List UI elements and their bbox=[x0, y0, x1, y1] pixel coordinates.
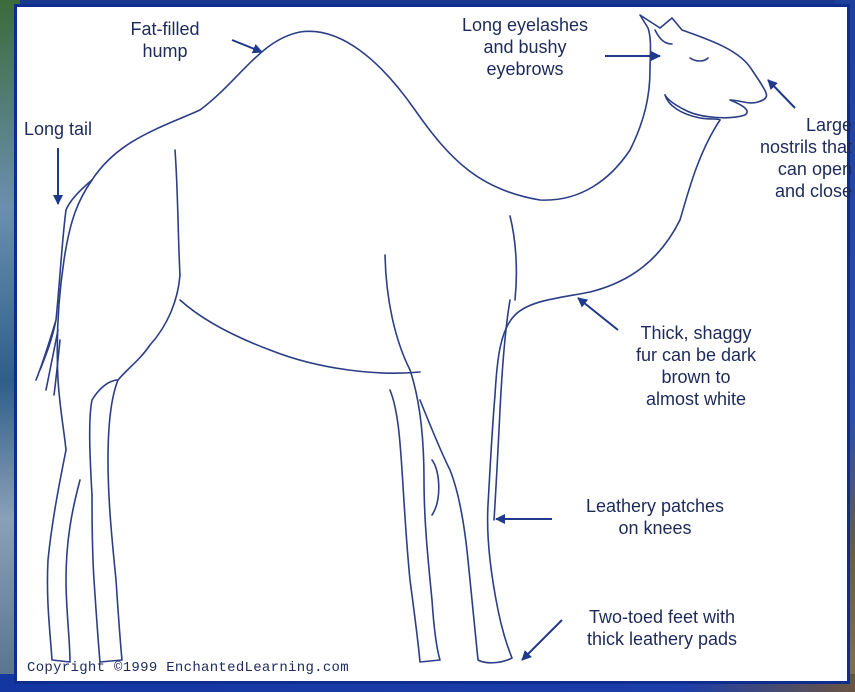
camel-belly bbox=[180, 300, 420, 373]
camel-eye bbox=[690, 58, 708, 61]
label-nostrils: Large nostrils that can open and close bbox=[712, 114, 852, 202]
label-tail: Long tail bbox=[24, 118, 92, 140]
label-feet: Two-toed feet with thick leathery pads bbox=[562, 606, 762, 650]
camel-thigh-crease bbox=[175, 150, 180, 275]
label-eyelashes: Long eyelashes and bushy eyebrows bbox=[445, 14, 605, 80]
arrow-nostrils bbox=[768, 80, 795, 108]
camel-front-knee bbox=[432, 460, 439, 515]
label-hump: Fat-filled hump bbox=[100, 18, 230, 62]
camel-front-leg-inner bbox=[385, 255, 440, 662]
camel-rear-thigh bbox=[47, 180, 92, 662]
label-knees: Leathery patches on knees bbox=[555, 495, 755, 539]
copyright-text: Copyright ©1999 EnchantedLearning.com bbox=[27, 660, 349, 676]
camel-front-leg-outer bbox=[494, 300, 510, 520]
camel-snout bbox=[665, 82, 767, 118]
camel-ear bbox=[655, 30, 672, 44]
camel-tail bbox=[36, 180, 92, 395]
label-fur: Thick, shaggy fur can be dark brown to a… bbox=[596, 322, 796, 410]
camel-rear-leg-front bbox=[92, 275, 180, 662]
arrow-feet bbox=[522, 620, 562, 660]
camel-chest bbox=[510, 216, 516, 300]
arrow-hump bbox=[232, 40, 262, 52]
